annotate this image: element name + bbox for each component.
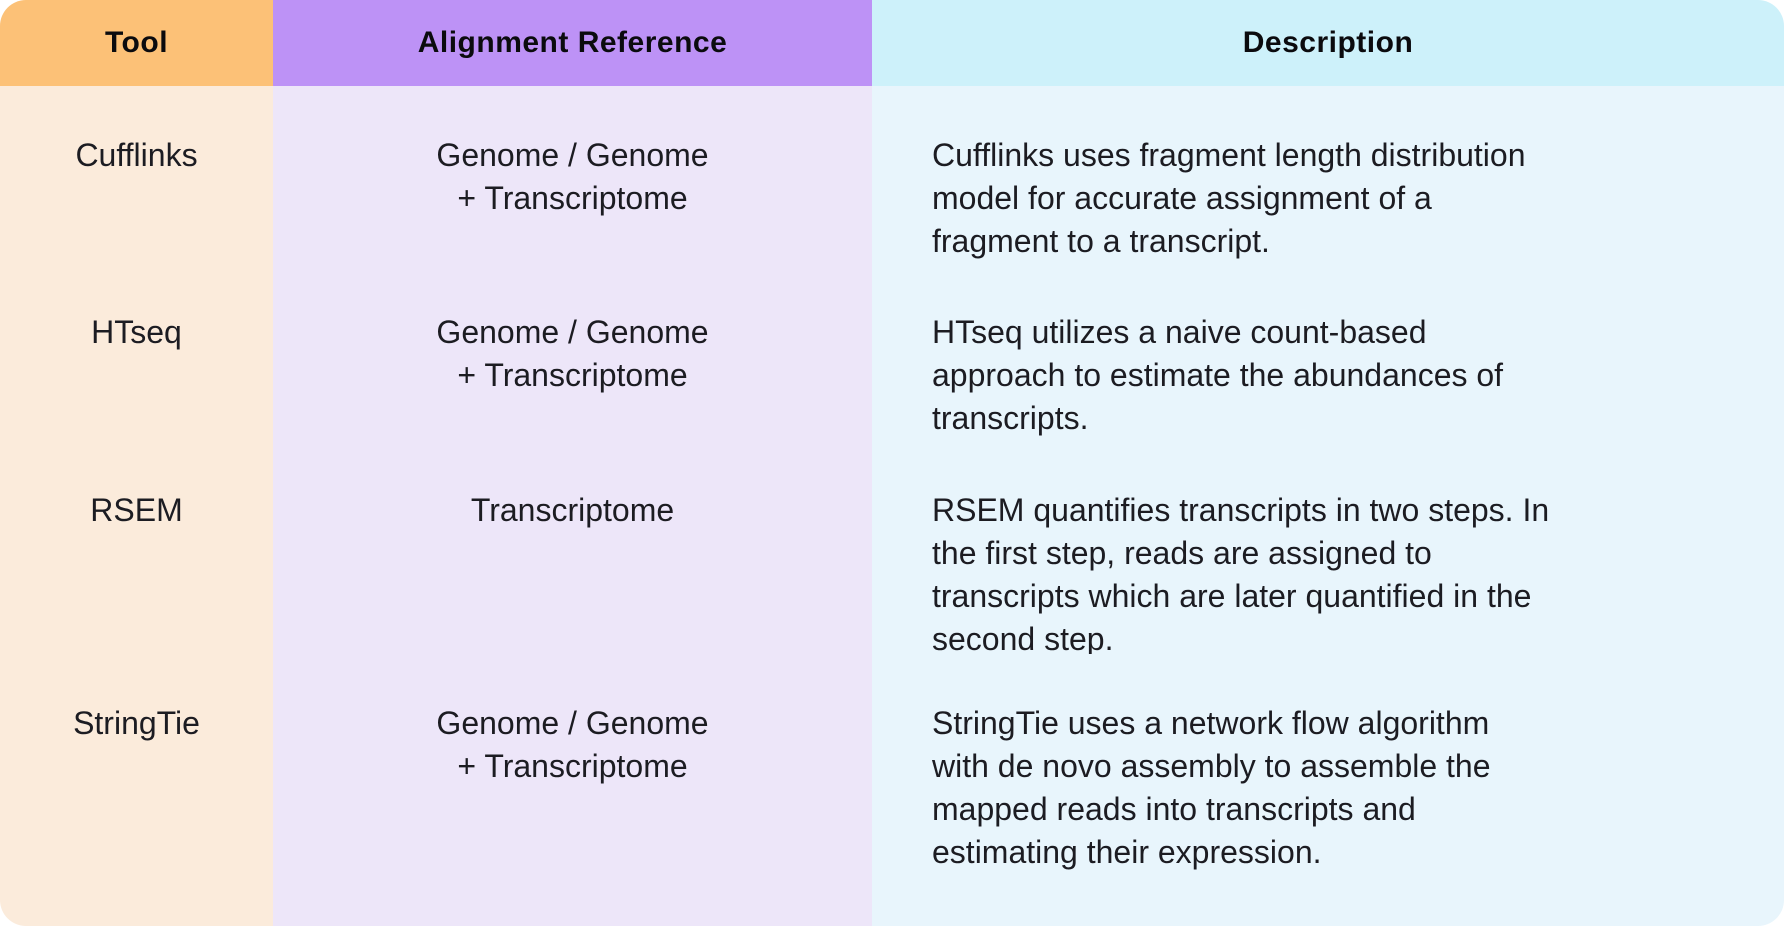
- description-cell-rsem: RSEM quantifies transcripts in two steps…: [872, 441, 1784, 657]
- tool-cell-htseq: HTseq: [0, 263, 273, 441]
- tool-cell-stringtie: StringTie: [0, 654, 273, 926]
- reference-cell-cufflinks: Genome / Genome + Transcriptome: [273, 86, 872, 263]
- description-cell-htseq: HTseq utilizes a naive count-based appro…: [872, 263, 1784, 441]
- reference-cell-htseq: Genome / Genome + Transcriptome: [273, 263, 872, 441]
- reference-cell-rsem: Transcriptome: [273, 441, 872, 654]
- tool-cell-cufflinks: Cufflinks: [0, 86, 273, 263]
- header-tool: Tool: [0, 0, 273, 86]
- header-alignment-reference: Alignment Reference: [273, 0, 872, 86]
- description-cell-cufflinks: Cufflinks uses fragment length distribut…: [872, 86, 1784, 263]
- header-description: Description: [872, 0, 1784, 86]
- description-cell-stringtie: StringTie uses a network flow algorithm …: [872, 654, 1784, 926]
- tool-cell-rsem: RSEM: [0, 441, 273, 654]
- reference-cell-stringtie: Genome / Genome + Transcriptome: [273, 654, 872, 926]
